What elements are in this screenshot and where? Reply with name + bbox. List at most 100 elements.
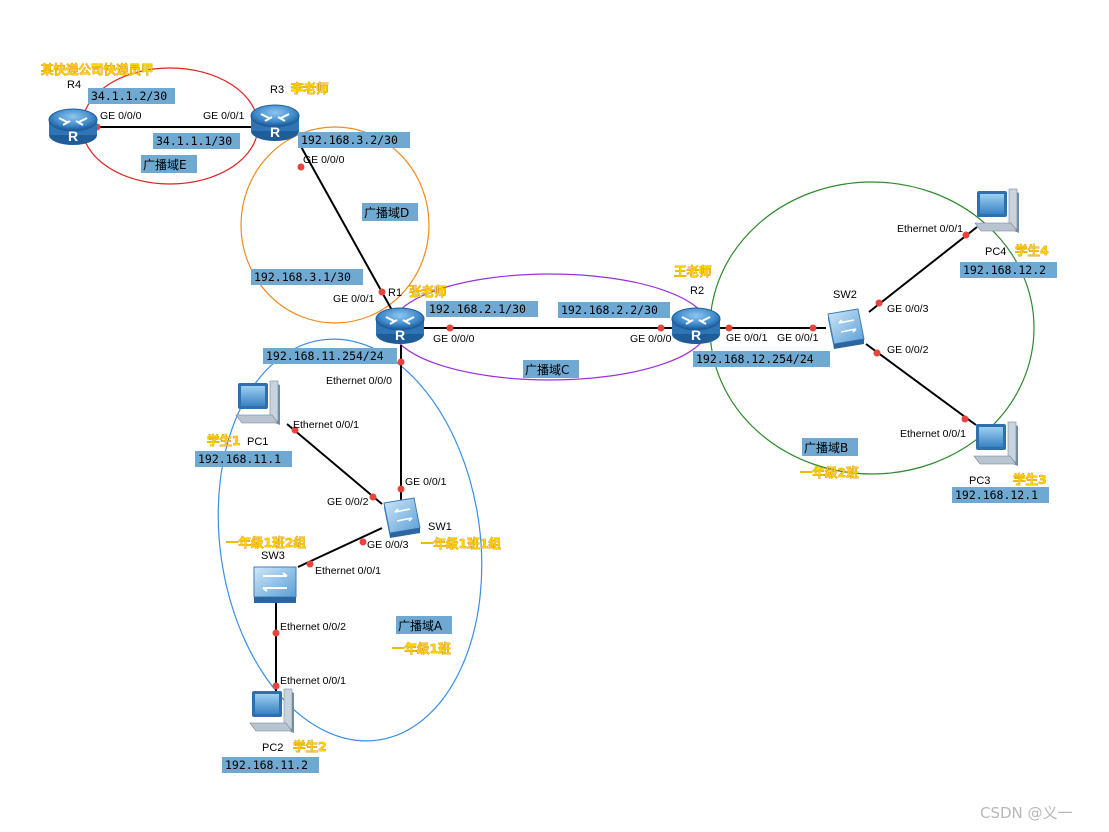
port-dot <box>446 324 454 332</box>
sw1-name: SW1 <box>428 521 452 533</box>
port-dot <box>875 299 883 307</box>
ip-label: 192.168.11.1 <box>195 451 292 467</box>
svg-text:34.1.1.1/30: 34.1.1.1/30 <box>156 134 232 148</box>
pc3-name: PC3 <box>969 475 990 487</box>
r3-name: R3 <box>270 84 284 96</box>
svg-text:192.168.2.2/30: 192.168.2.2/30 <box>561 303 658 317</box>
svg-text:192.168.11.2: 192.168.11.2 <box>225 758 308 772</box>
pc3-port-label: Ethernet 0/0/1 <box>900 428 966 440</box>
r3-person-label: 李老师 <box>290 81 329 96</box>
port-dot <box>725 324 733 332</box>
sw2-port-label: GE 0/0/2 <box>887 344 929 356</box>
ip-label: 192.168.3.2/30 <box>298 132 410 148</box>
link-sw2-pc3 <box>865 343 977 426</box>
switch-icon[interactable] <box>383 497 421 539</box>
r1-port-label: GE 0/0/0 <box>433 333 475 345</box>
r1-port-label: GE 0/0/1 <box>333 293 375 305</box>
switch-icon[interactable] <box>827 308 865 350</box>
pc2-person-label: 学生2 <box>293 739 327 754</box>
router-icon[interactable] <box>250 104 300 142</box>
svg-text:广播域D: 广播域D <box>364 206 409 220</box>
ip-label: 192.168.12.2 <box>960 262 1057 278</box>
broadcast-domain-b-label: 广播域B <box>802 438 858 456</box>
broadcast-domain-e-label: 广播域E <box>141 155 197 173</box>
broadcast-domain-a-note: 一年级1班 <box>392 641 451 656</box>
port-dot <box>369 493 377 501</box>
r1-port-label: Ethernet 0/0/0 <box>326 375 392 387</box>
router-icon[interactable] <box>375 307 425 345</box>
broadcast-domain-d-outline <box>240 126 430 324</box>
ip-label: 192.168.3.1/30 <box>251 269 363 285</box>
link-pc1-sw1 <box>286 423 383 505</box>
pc1-port-label: Ethernet 0/0/1 <box>293 419 359 431</box>
r3-port-label: GE 0/0/0 <box>303 154 345 166</box>
svg-text:192.168.12.254/24: 192.168.12.254/24 <box>696 352 814 366</box>
sw2-name: SW2 <box>833 289 857 301</box>
pc-icon[interactable] <box>973 421 1019 467</box>
pc4-name: PC4 <box>985 246 1006 258</box>
broadcast-domain-a-outline <box>217 338 483 742</box>
ip-label: 34.1.1.2/30 <box>88 88 175 104</box>
broadcast-domain-b-note: 一年级2班 <box>800 465 859 480</box>
sw1-port-label: GE 0/0/1 <box>405 476 447 488</box>
ip-label: 192.168.2.2/30 <box>558 302 670 318</box>
link-sw1-sw3 <box>297 527 383 568</box>
pc1-person-label: 学生1 <box>207 433 241 448</box>
port-dot <box>657 324 665 332</box>
r4-person-label: 某快递公司快递员甲 <box>41 62 154 77</box>
pc-icon[interactable] <box>974 188 1020 234</box>
port-dot <box>809 324 817 332</box>
svg-text:192.168.12.2: 192.168.12.2 <box>963 263 1046 277</box>
router-icon[interactable] <box>671 307 721 345</box>
broadcast-domain-a-label: 广播域A <box>396 616 452 634</box>
ip-label: 192.168.12.254/24 <box>693 351 830 367</box>
pc4-port-label: Ethernet 0/0/1 <box>897 223 963 235</box>
port-dot <box>378 288 386 296</box>
ip-label: 192.168.11.254/24 <box>263 348 397 364</box>
ip-label: 34.1.1.1/30 <box>153 133 240 149</box>
sw3-person-label: 一年级1班2组 <box>226 535 306 550</box>
pc-icon[interactable] <box>235 380 281 426</box>
r1-name: R1 <box>388 287 402 299</box>
port-dot <box>291 426 299 434</box>
link-sw2-pc4 <box>868 226 978 313</box>
svg-text:192.168.2.1/30: 192.168.2.1/30 <box>429 302 526 316</box>
port-dot <box>397 485 405 493</box>
links <box>96 126 978 691</box>
sw1-port-label: GE 0/0/3 <box>367 539 409 551</box>
switch-icon[interactable] <box>253 566 297 604</box>
sw3-name: SW3 <box>261 550 285 562</box>
pc4-person-label: 学生4 <box>1015 243 1049 258</box>
port-dot <box>962 231 970 239</box>
r4-name: R4 <box>67 79 81 91</box>
r2-person-label: 王老师 <box>674 264 712 279</box>
svg-text:广播域C: 广播域C <box>525 363 569 377</box>
r2-port-label: GE 0/0/1 <box>726 332 768 344</box>
broadcast-domain-c-label: 广播域C <box>523 360 579 378</box>
pc2-port-label: Ethernet 0/0/1 <box>280 675 346 687</box>
r4-port-label: GE 0/0/0 <box>100 110 142 122</box>
svg-text:192.168.11.254/24: 192.168.11.254/24 <box>266 349 384 363</box>
sw2-port-label: GE 0/0/3 <box>887 303 929 315</box>
ip-label: 192.168.12.1 <box>952 487 1049 503</box>
port-dots <box>93 123 970 690</box>
port-dot <box>961 415 969 423</box>
svg-text:192.168.11.1: 192.168.11.1 <box>198 452 281 466</box>
pc1-name: PC1 <box>247 436 268 448</box>
router-icon[interactable] <box>48 108 98 146</box>
port-dot <box>272 682 280 690</box>
watermark: CSDN @义一 <box>980 804 1073 822</box>
r2-port-label: GE 0/0/0 <box>630 333 672 345</box>
pc-icon[interactable] <box>249 688 295 734</box>
svg-text:192.168.12.1: 192.168.12.1 <box>955 488 1038 502</box>
ip-label: 192.168.11.2 <box>222 757 319 773</box>
svg-text:广播域E: 广播域E <box>143 158 187 172</box>
svg-text:广播域B: 广播域B <box>804 441 848 455</box>
r2-name: R2 <box>690 285 704 297</box>
svg-text:192.168.3.2/30: 192.168.3.2/30 <box>301 133 398 147</box>
ip-label: 192.168.2.1/30 <box>426 301 538 317</box>
r3-port-label: GE 0/0/1 <box>203 110 245 122</box>
svg-text:广播域A: 广播域A <box>398 619 443 633</box>
port-dot <box>873 349 881 357</box>
